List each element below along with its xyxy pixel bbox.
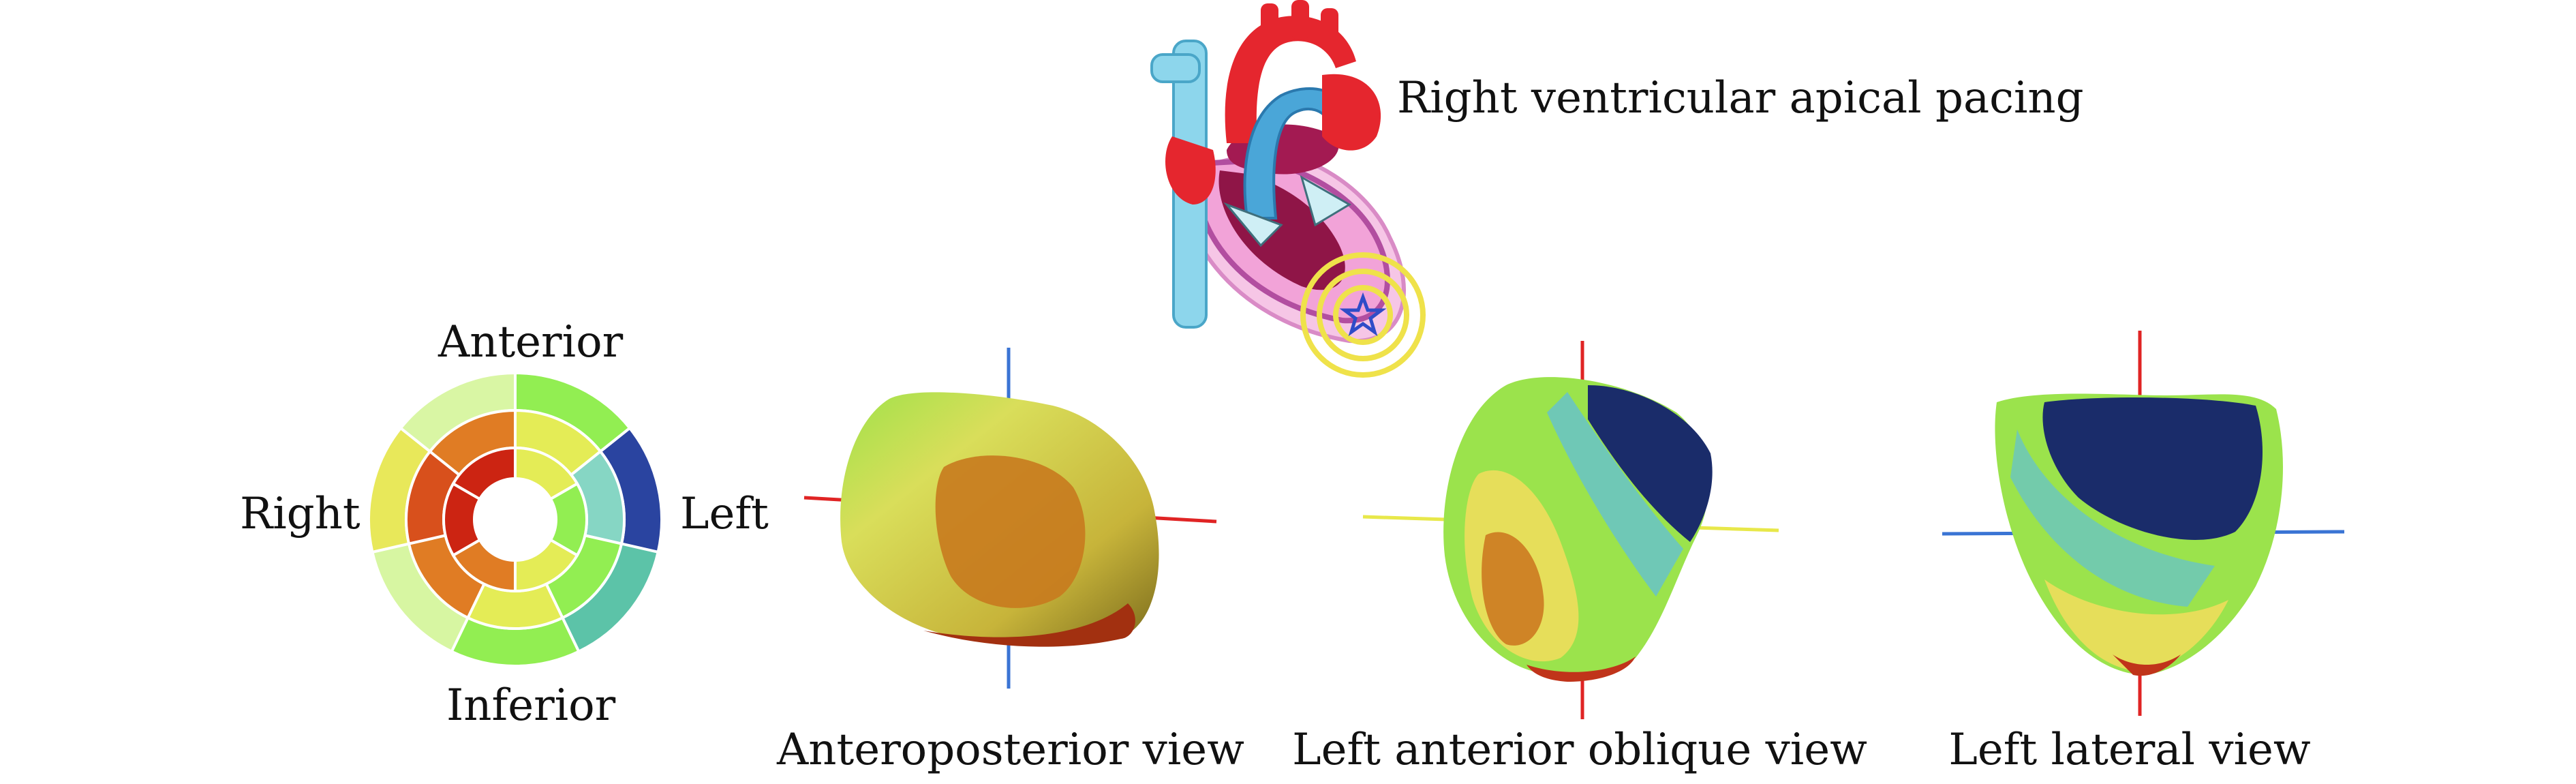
label-right: Right: [240, 489, 361, 539]
heart-illustration: [1150, 0, 1426, 378]
left-anterior-oblique-view-surface: [1362, 341, 1779, 719]
left-lateral-view-surface: [1942, 331, 2345, 716]
pacing-site-star-icon: [1339, 292, 1387, 337]
bullseye-plot: [367, 371, 663, 667]
bullseye-center: [474, 479, 556, 560]
caption-left-anterior-oblique-view: Left anterior oblique view: [1292, 725, 1867, 775]
label-inferior: Inferior: [446, 680, 616, 731]
caption-anteroposterior-view: Anteroposterior view: [777, 725, 1244, 775]
label-left: Left: [680, 489, 769, 539]
anteroposterior-view-surface: [803, 348, 1217, 689]
caption-left-lateral-view: Left lateral view: [1948, 725, 2311, 775]
label-anterior: Anterior: [438, 317, 624, 367]
diagram-title: Right ventricular apical pacing: [1397, 73, 2084, 123]
